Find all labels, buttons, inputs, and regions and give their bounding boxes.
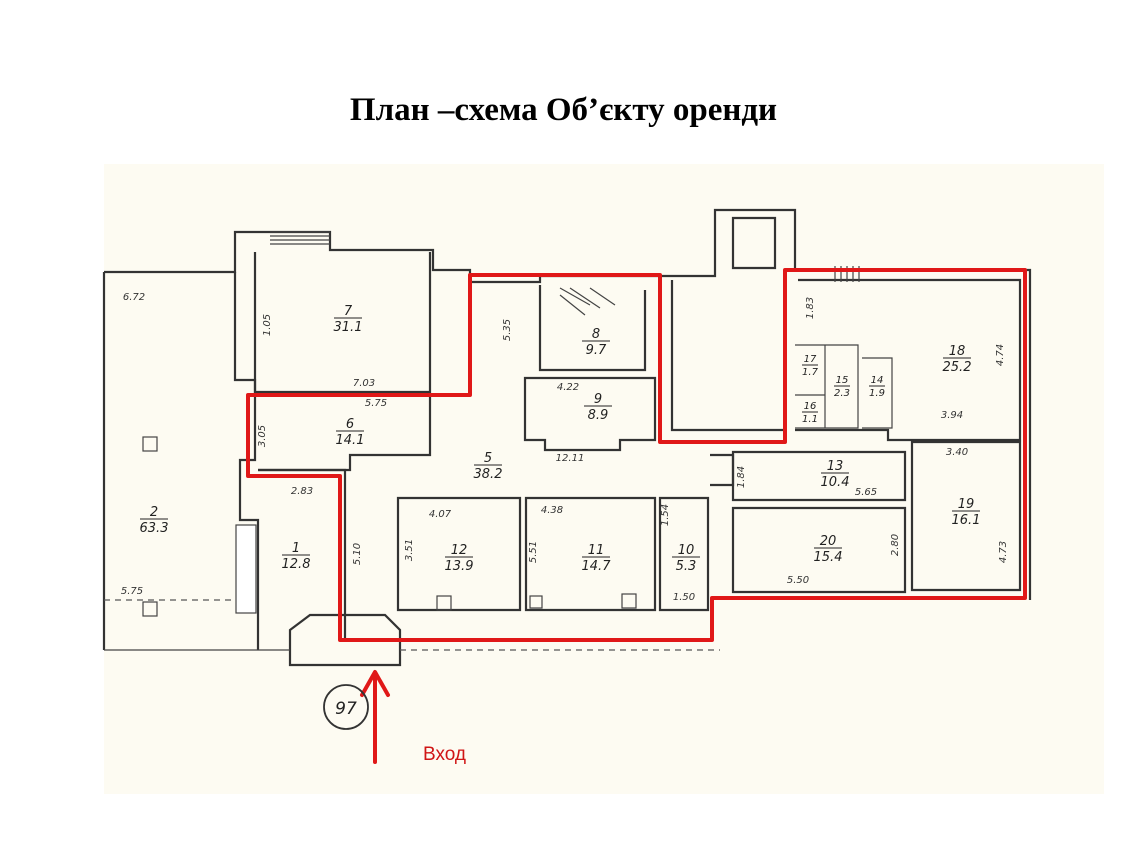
dimension-label: 4.22 [557,382,579,393]
room-area: 31.1 [334,320,363,335]
dimension-label: 3.40 [946,447,968,458]
room-area: 25.2 [943,360,972,375]
room-area: 1.7 [802,367,819,378]
room-number: 6 [346,417,354,432]
dimension-label: 4.07 [429,509,452,520]
room-number: 10 [678,543,695,558]
dimension-label: 5.75 [121,586,143,597]
room-area: 5.3 [676,559,697,574]
room-number: 12 [451,543,468,558]
dimension-label: 7.03 [353,378,375,389]
dimension-label: 5.10 [352,543,363,565]
room-number: 17 [804,354,817,365]
room-number: 7 [344,304,353,319]
room-14: 141.9 [869,375,885,399]
room-number: 20 [820,534,837,549]
room-2: 263.3 [140,505,169,536]
room-6: 614.1 [336,417,365,448]
room-area: 8.9 [588,408,609,423]
room-15: 152.3 [834,375,850,399]
room-number: 15 [836,375,849,386]
room-number: 18 [949,344,966,359]
dimension-label: 5.65 [855,487,877,498]
dimension-label: 3.51 [404,539,415,561]
room-16: 161.1 [802,401,818,425]
room-area: 15.4 [814,550,843,565]
room-number: 11 [588,543,605,558]
dimension-label: 4.74 [995,344,1006,366]
room-area: 13.9 [445,559,474,574]
room-number: 16 [804,401,817,412]
room-area: 12.8 [282,557,311,572]
page-title: План –схема Об’єкту оренди [349,92,778,128]
room-area: 9.7 [586,343,607,358]
room-area: 16.1 [952,513,981,528]
room-17: 171.7 [802,354,819,378]
room-number: 13 [827,459,844,474]
dimension-label: 12.11 [556,453,585,464]
room-8: 89.7 [582,327,610,358]
room-area: 1.9 [869,388,885,399]
room-area: 14.7 [582,559,612,574]
room-number: 14 [871,375,884,386]
dimension-label: 3.05 [257,425,268,447]
room-10: 105.3 [672,543,700,574]
room-number: 2 [150,505,158,520]
dimension-label: 1.54 [660,504,671,526]
room-number: 8 [592,327,600,342]
lease-boundary [246,268,1027,642]
dimension-label: 4.73 [998,541,1009,563]
room-area: 63.3 [140,521,169,536]
dimension-label: 1.83 [805,297,816,319]
building-number: 97 [335,699,357,719]
room-area: 38.2 [474,467,503,482]
dimension-label: 3.94 [941,410,963,421]
dimension-labels: 6.721.057.035.354.225.753.052.8312.115.1… [121,292,1009,603]
room-5: 538.2 [474,451,503,482]
room-1: 112.8 [282,541,311,572]
dimension-label: 5.50 [787,575,809,586]
room-number: 5 [484,451,492,466]
room-number: 1 [292,541,300,556]
dimension-label: 6.72 [123,292,145,303]
dimension-label: 5.51 [528,541,539,563]
dimension-label: 1.84 [736,466,747,488]
room-7: 731.1 [334,304,363,335]
dimension-label: 5.35 [502,319,513,341]
dimension-label: 1.50 [673,592,695,603]
dimension-label: 2.83 [291,486,313,497]
dimension-label: 2.80 [890,534,901,556]
room-number: 9 [594,392,602,407]
room-number: 19 [958,497,975,512]
room-area: 1.1 [802,414,818,425]
dimension-label: 5.75 [365,398,387,409]
building-number-badge [323,684,369,730]
dimension-label: 1.05 [262,314,273,336]
room-area: 14.1 [336,433,365,448]
room-9: 98.9 [584,392,612,423]
entrance-arrow-icon [360,670,390,764]
dimension-label: 4.38 [541,505,563,516]
room-area: 10.4 [821,475,850,490]
entrance-label: Вход [423,744,466,765]
room-area: 2.3 [834,388,850,399]
